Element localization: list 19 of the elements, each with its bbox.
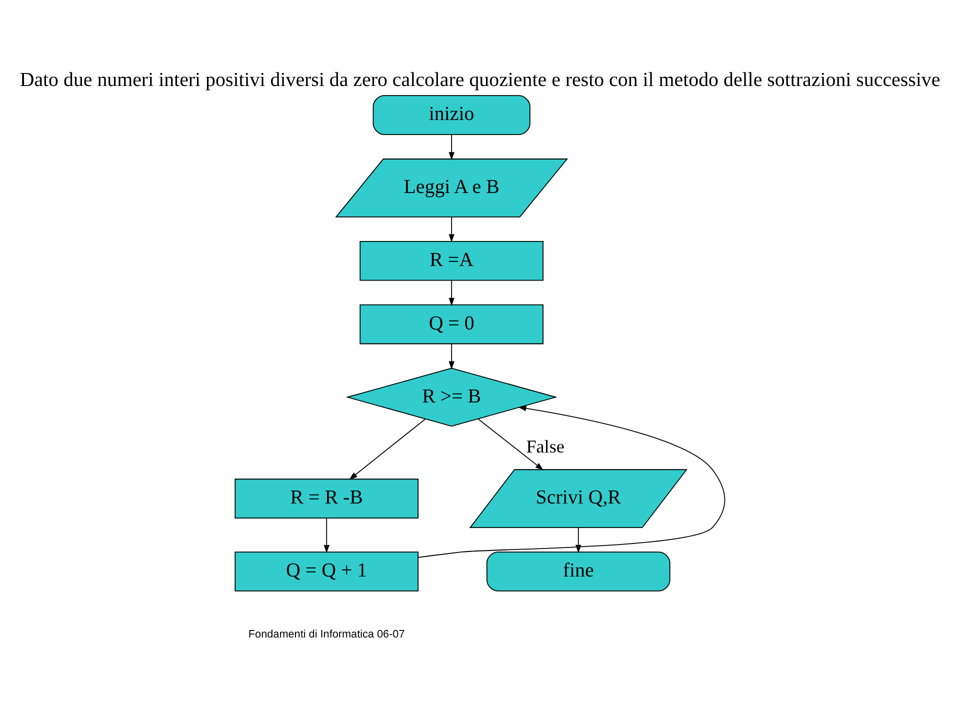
arrow bbox=[448, 216, 454, 242]
arrow bbox=[576, 526, 582, 553]
node-diamond: R >= B bbox=[346, 367, 558, 426]
node-box: R = R -B bbox=[234, 478, 419, 518]
arrow bbox=[324, 517, 330, 553]
arrow bbox=[478, 418, 544, 470]
node-box: inizio bbox=[372, 94, 530, 134]
arrow bbox=[448, 342, 454, 369]
arrow bbox=[418, 405, 726, 558]
node-box: fine bbox=[486, 551, 670, 591]
arrow bbox=[349, 418, 426, 480]
label: Fondamenti di Informatica 06-07 bbox=[248, 628, 405, 640]
edge-label: False bbox=[526, 436, 564, 456]
arrow bbox=[448, 280, 454, 306]
node-box: Q = 0 bbox=[360, 304, 544, 344]
node-box: R =A bbox=[360, 240, 544, 280]
diagram-title: Dato due numeri interi positivi diversi da zero calcolare quoziente e resto con il metodo delle sottrazioni successive bbox=[20, 68, 940, 91]
arrow bbox=[448, 134, 454, 160]
node-box: Q = Q + 1 bbox=[234, 551, 419, 591]
